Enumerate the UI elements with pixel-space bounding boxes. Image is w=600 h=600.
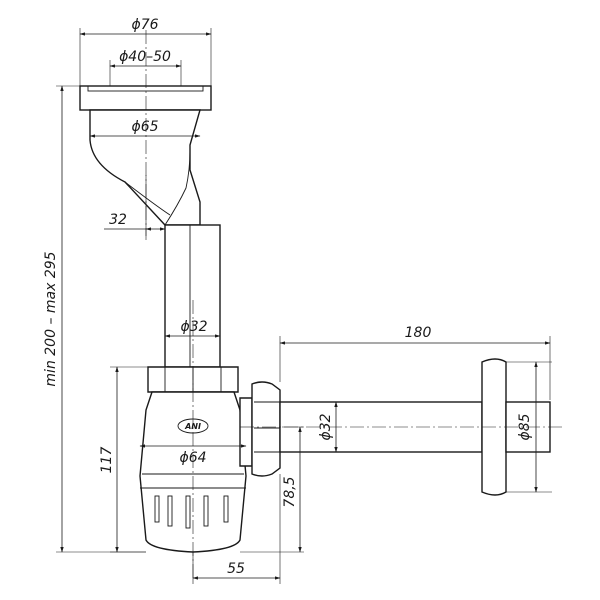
logo-text: ANI	[184, 422, 201, 431]
label-h78-5: 78,5	[282, 476, 298, 507]
side-nut	[251, 381, 281, 477]
funnel-shadow	[124, 181, 171, 216]
label-d64: ϕ64	[179, 450, 206, 466]
label-d65: ϕ65	[131, 119, 158, 135]
rib	[223, 495, 229, 523]
rib	[185, 495, 191, 529]
inlet-funnel	[89, 109, 201, 226]
top-flange-rim	[87, 85, 204, 92]
bottle-ribs	[154, 495, 229, 529]
dimensions: ϕ76 ϕ40–50 ϕ65 32 min 200 – max 295 ϕ32 …	[43, 17, 552, 584]
label-d40-50: ϕ40–50	[119, 49, 171, 65]
siphon-body: ANI	[79, 85, 551, 553]
label-d32-horiz: ϕ32	[318, 413, 334, 440]
funnel-inner-curve	[164, 149, 191, 226]
label-d32-top: 32	[109, 212, 127, 228]
rib	[154, 495, 160, 523]
label-height-range: min 200 – max 295	[43, 251, 59, 386]
label-w55: 55	[227, 561, 245, 577]
label-d76: ϕ76	[131, 17, 158, 33]
side-outlet	[239, 397, 253, 467]
label-d32-pipe: ϕ32	[180, 319, 207, 335]
top-flange	[79, 85, 212, 111]
label-d85: ϕ85	[517, 413, 533, 440]
rib	[203, 495, 209, 527]
label-len180: 180	[405, 325, 432, 341]
vertical-pipe	[164, 224, 221, 368]
rib	[167, 495, 173, 527]
label-h117: 117	[99, 447, 115, 474]
